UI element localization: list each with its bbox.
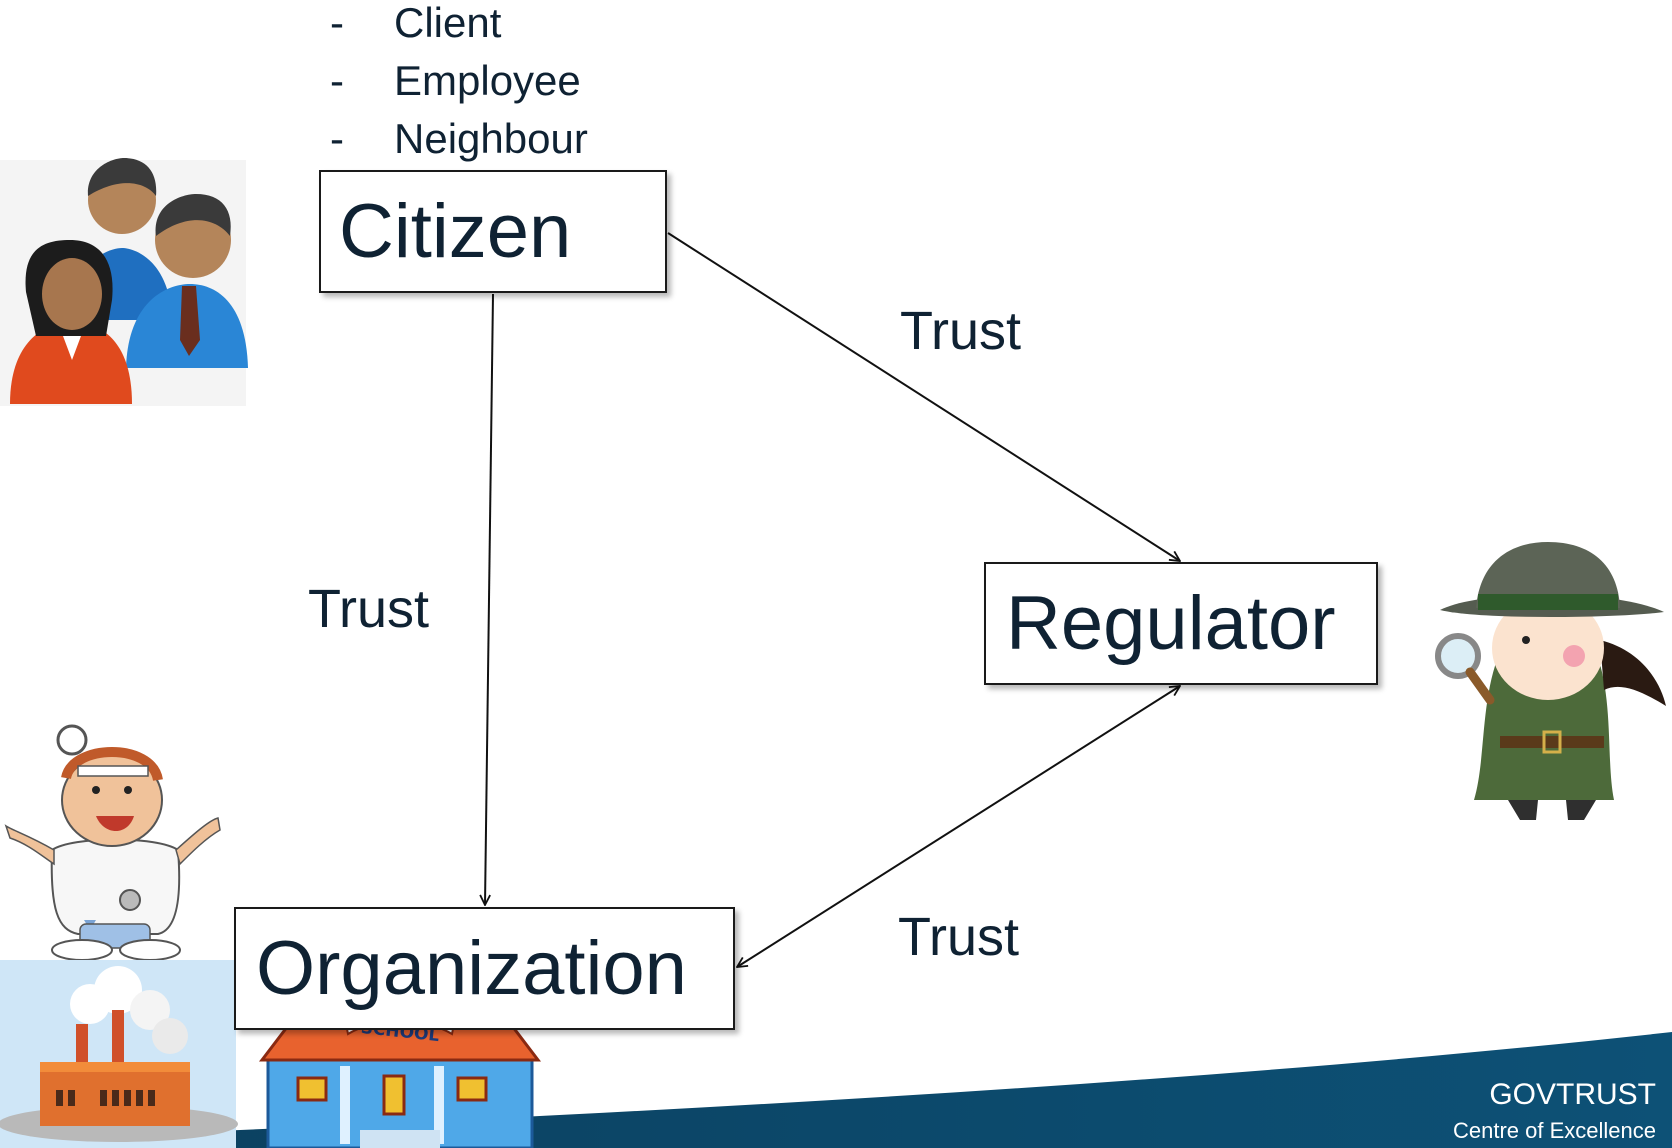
edge-label-citizen-organization: Trust [308,579,429,639]
footer-subtitle: Centre of Excellence [1453,1118,1656,1143]
doctor-icon [4,724,221,961]
node-label: Organization [256,926,687,1011]
list-item: - Client [330,0,588,52]
list-marker: - [330,0,344,46]
node-label: Regulator [1006,581,1336,666]
detective-icon [1435,542,1666,820]
edge-label-citizen-regulator: Trust [900,301,1021,361]
footer-brand: GOVTRUST [1489,1078,1656,1111]
factory-icon [0,960,238,1148]
node-citizen: Citizen [319,170,667,293]
people-group-icon [0,158,248,406]
list-marker: - [330,115,344,162]
list-item-label: Neighbour [394,115,588,162]
edge-citizen-organization [485,293,494,905]
list-item: - Employee [330,52,588,110]
edge-citizen-regulator [667,232,1180,561]
list-marker: - [330,57,344,104]
node-organization: Organization [234,907,735,1030]
node-regulator: Regulator [984,562,1378,685]
list-item-label: Employee [394,57,581,104]
footer-band [0,1032,1672,1148]
edge-label-regulator-organization: Trust [898,907,1019,967]
edge-regulator-organization [737,686,1180,967]
list-item-label: Client [394,0,502,46]
list-item: - Neighbour [330,110,588,168]
audience-list: - Client - Employee - Neighbour [330,0,588,168]
node-label: Citizen [339,189,572,274]
